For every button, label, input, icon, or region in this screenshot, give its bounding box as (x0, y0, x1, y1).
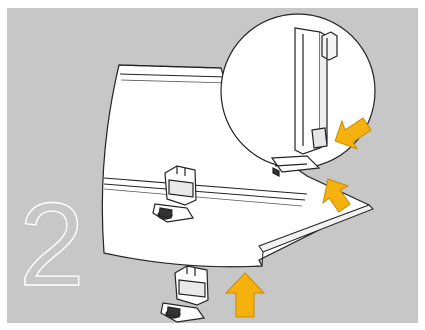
illustration-panel: 2 (7, 8, 418, 323)
clip-loose (161, 266, 208, 322)
arrow-up-icon (226, 273, 264, 317)
step-number: 2 (19, 186, 85, 304)
